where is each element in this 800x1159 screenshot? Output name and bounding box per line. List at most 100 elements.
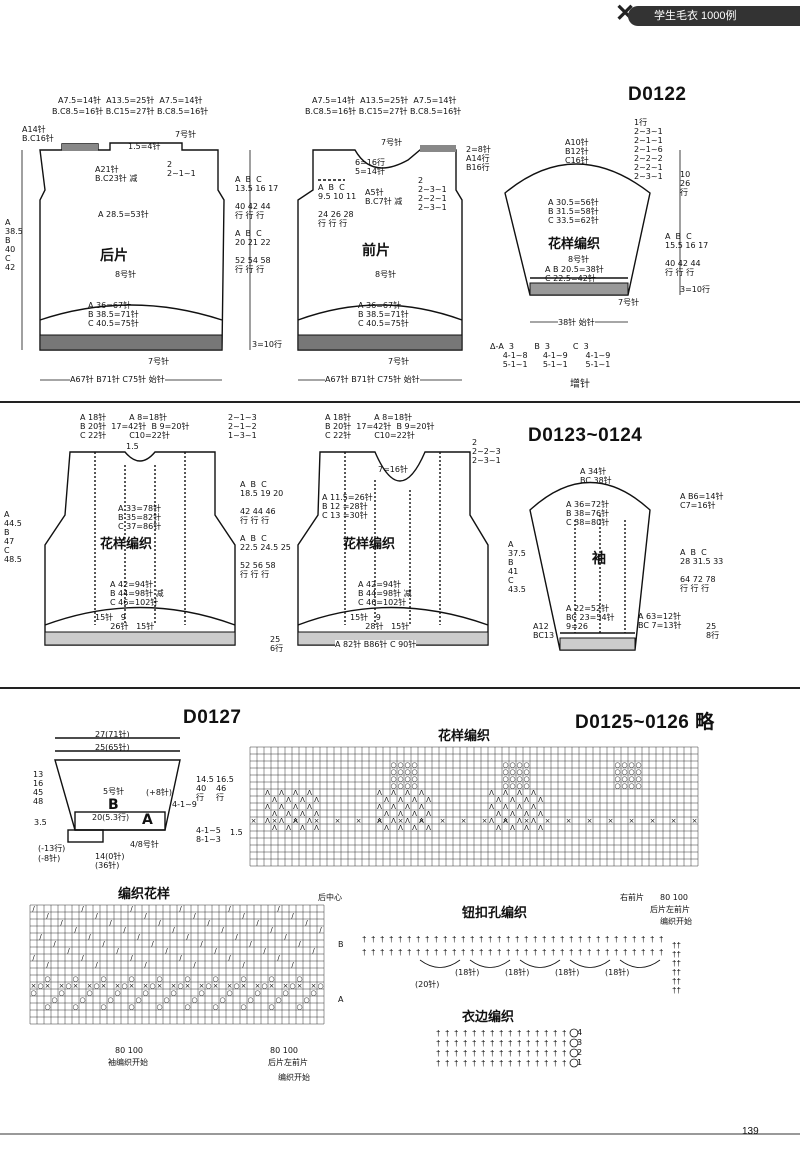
svg-text:○: ○ <box>268 975 274 983</box>
svg-text:○: ○ <box>240 975 246 983</box>
svg-text:†: † <box>535 1029 539 1038</box>
svg-text:Λ: Λ <box>265 817 270 825</box>
svg-text:†: † <box>488 935 492 944</box>
svg-text:Λ: Λ <box>426 810 431 818</box>
svg-text:○: ○ <box>516 761 522 769</box>
svg-text:○: ○ <box>44 1003 50 1011</box>
d0122-front-neck-dec: A5针 B.C7针 减 <box>365 188 403 206</box>
svg-text:†: † <box>481 1029 485 1038</box>
sleeve-start-label: 袖编织开始 <box>108 1058 148 1067</box>
svg-text:†: † <box>470 935 474 944</box>
svg-text:○: ○ <box>37 982 43 990</box>
edge-stitch-chart: ††††††††††††††††††††††††††††††††††††††††… <box>436 1028 579 1068</box>
d0122-back-top-a: A7.5=14针 A13.5=25针 A7.5=14针 <box>58 96 203 105</box>
d0122-needle7-top: 7号针 <box>175 130 197 139</box>
svg-text:/: / <box>228 905 231 913</box>
svg-text:/: / <box>228 954 231 962</box>
d0123-back-top-rows: 2~1~3 2~1~2 1~3~1 <box>228 413 257 440</box>
ab-label-a: A <box>338 995 344 1004</box>
svg-text:Λ: Λ <box>384 824 389 832</box>
svg-text:/: / <box>32 905 35 913</box>
svg-text:†: † <box>436 1059 440 1068</box>
svg-text:†: † <box>461 935 465 944</box>
svg-text:†: † <box>508 1049 512 1058</box>
svg-text:Λ: Λ <box>398 824 403 832</box>
svg-text:††: †† <box>672 968 681 977</box>
buttonhole-band: ††††††††††††††††††††††††††††††††††††††††… <box>362 935 681 995</box>
svg-text:Λ: Λ <box>314 796 319 804</box>
svg-text:○: ○ <box>156 1003 162 1011</box>
svg-text:/: / <box>165 947 168 955</box>
d0123-sleeve-outline <box>529 481 651 651</box>
d0122-sleeve-needle8: 8号针 <box>568 255 590 264</box>
svg-text:○: ○ <box>397 782 403 790</box>
svg-text:/: / <box>263 947 266 955</box>
d0122-back-rib <box>39 334 223 351</box>
svg-text:†: † <box>544 1059 548 1068</box>
svg-text:†: † <box>454 1059 458 1068</box>
count-80-100-top: 80 100 <box>660 893 688 902</box>
svg-text:Λ: Λ <box>377 789 382 797</box>
svg-text:†: † <box>389 935 393 944</box>
back-left-front-label: 后片左前片 <box>268 1058 308 1067</box>
svg-text:Λ: Λ <box>391 817 396 825</box>
svg-text:Λ: Λ <box>419 803 424 811</box>
svg-text:×: × <box>297 982 303 990</box>
svg-text:Λ: Λ <box>265 789 270 797</box>
svg-text:Λ: Λ <box>524 810 529 818</box>
svg-text:†: † <box>524 948 528 957</box>
d0123-sleeve-top: A 34针 BC 38针 <box>580 467 612 485</box>
svg-text:○: ○ <box>621 768 627 776</box>
svg-text:†: † <box>490 1059 494 1068</box>
svg-text:○: ○ <box>635 782 641 790</box>
svg-text:Λ: Λ <box>384 796 389 804</box>
d0123-back-top: A 18针 A 8=18针 B 20针 17=42针 B 9=20针 C 22针… <box>80 413 190 440</box>
svg-text:○: ○ <box>635 775 641 783</box>
svg-text:Λ: Λ <box>517 803 522 811</box>
svg-text:○: ○ <box>397 761 403 769</box>
svg-text:○: ○ <box>411 775 417 783</box>
svg-text:†: † <box>562 1029 566 1038</box>
svg-text:/: / <box>116 947 119 955</box>
svg-text:×: × <box>185 982 191 990</box>
svg-text:×: × <box>440 817 446 825</box>
svg-text:/: / <box>291 912 294 920</box>
svg-text:Λ: Λ <box>307 789 312 797</box>
svg-text:†: † <box>425 935 429 944</box>
svg-text:×: × <box>241 982 247 990</box>
svg-text:×: × <box>143 982 149 990</box>
svg-text:/: / <box>144 912 147 920</box>
svg-text:×: × <box>272 817 278 825</box>
svg-text:†: † <box>596 948 600 957</box>
d0127-left-marks: 13 16 45 48 <box>33 770 44 806</box>
svg-text:Λ: Λ <box>510 824 515 832</box>
svg-text:Λ: Λ <box>489 817 494 825</box>
svg-text:Λ: Λ <box>538 824 543 832</box>
d0123-back-bottom: A 42=94针 B 44=98针 减 C 46=102针 <box>110 580 164 607</box>
d0122-front-title: 前片 <box>362 243 390 259</box>
svg-text:†: † <box>553 1059 557 1068</box>
svg-text:†: † <box>398 948 402 957</box>
svg-text:†: † <box>499 1039 503 1048</box>
svg-text:○: ○ <box>184 975 190 983</box>
knit-pattern-title: 编织花样 <box>118 887 171 902</box>
d0122-back-height: A 38.5 B 40 C 42 <box>5 218 23 272</box>
svg-text:/: / <box>74 926 77 934</box>
svg-text:○: ○ <box>509 775 515 783</box>
d0122-back-dec-note: A21针 B.C23针 减 <box>95 165 138 183</box>
book-title-banner: 学生毛衣 1000例 <box>628 6 800 26</box>
svg-text:†: † <box>526 1039 530 1048</box>
svg-text:†: † <box>553 1039 557 1048</box>
d0122-front-needle7: 7号针 <box>381 138 403 147</box>
svg-text:†: † <box>454 1049 458 1058</box>
svg-text:○: ○ <box>163 996 169 1004</box>
svg-text:Λ: Λ <box>412 810 417 818</box>
svg-text:×: × <box>311 982 317 990</box>
svg-text:/: / <box>284 933 287 941</box>
svg-text:/: / <box>179 905 182 913</box>
svg-text:Λ: Λ <box>300 810 305 818</box>
svg-text:†: † <box>416 948 420 957</box>
buttonhole-count-4: (18针) <box>605 968 630 977</box>
svg-text:×: × <box>45 982 51 990</box>
d0123-back-rib <box>44 631 236 646</box>
